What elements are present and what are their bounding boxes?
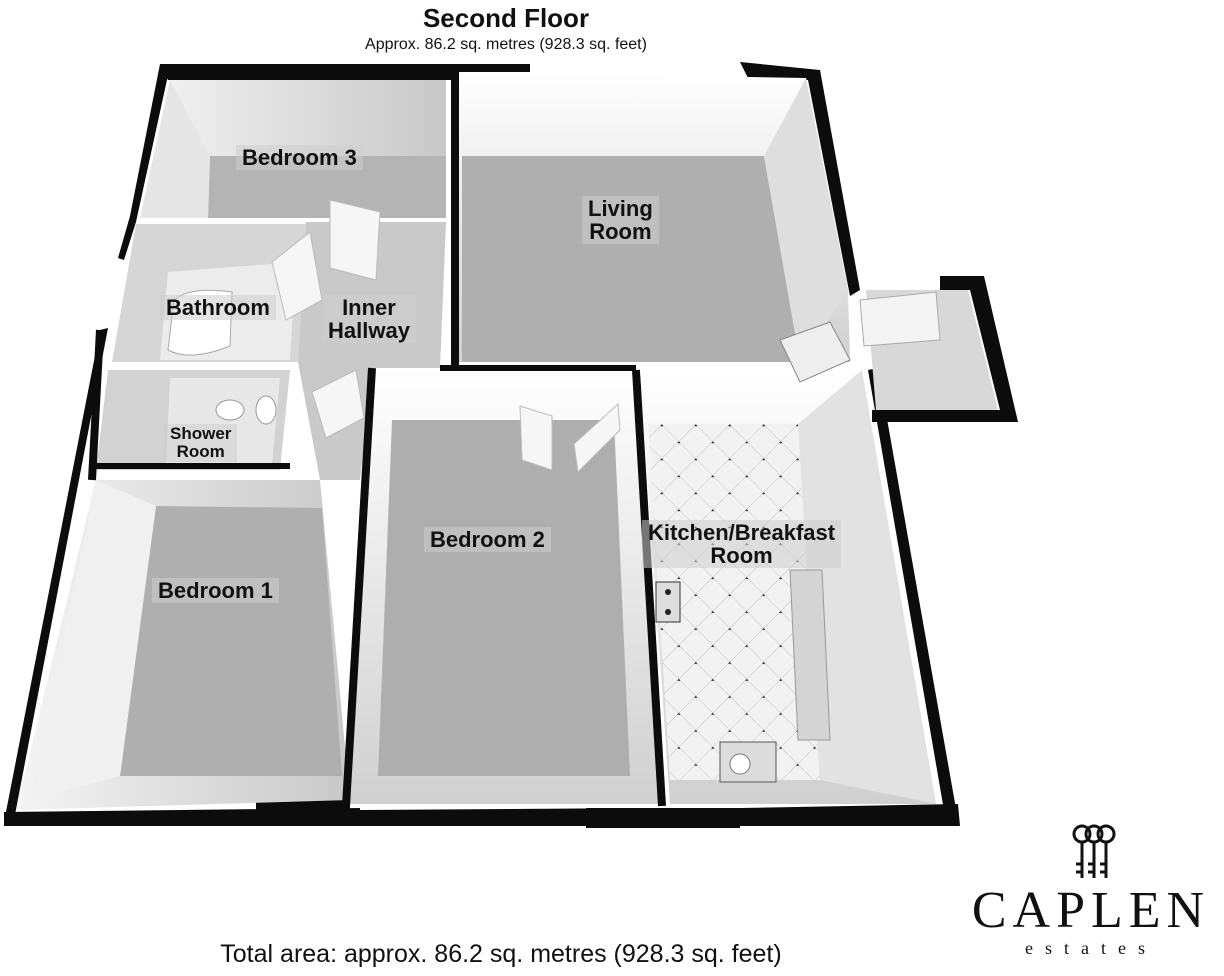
brand-sub: estates [1025, 938, 1157, 958]
caplen-keys-icon [1072, 824, 1116, 878]
room-bathroom [112, 224, 306, 362]
floor-area: Approx. 86.2 sq. metres (928.3 sq. feet) [365, 36, 647, 53]
room-bedroom-1 [16, 329, 350, 810]
outer-walls [4, 62, 1018, 828]
label-bedroom-1: Bedroom 1 [152, 578, 279, 604]
label-bathroom: Bathroom [160, 295, 276, 321]
brand-name: CAPLEN [971, 882, 1211, 939]
room-kitchen [640, 370, 936, 804]
label-inner-hallway: Inner Hallway [322, 295, 416, 344]
label-bedroom-2: Bedroom 2 [424, 527, 551, 553]
total-area: Total area: approx. 86.2 sq. metres (928… [220, 940, 782, 968]
label-shower-room: Shower Room [164, 424, 238, 462]
label-kitchen: Kitchen/Breakfast Room [642, 520, 842, 569]
balcony [779, 290, 998, 410]
floor-title: Second Floor [422, 3, 590, 33]
room-bedroom-2 [342, 365, 666, 807]
label-bedroom-3: Bedroom 3 [236, 145, 363, 171]
label-living-room: Living Room [582, 196, 659, 245]
